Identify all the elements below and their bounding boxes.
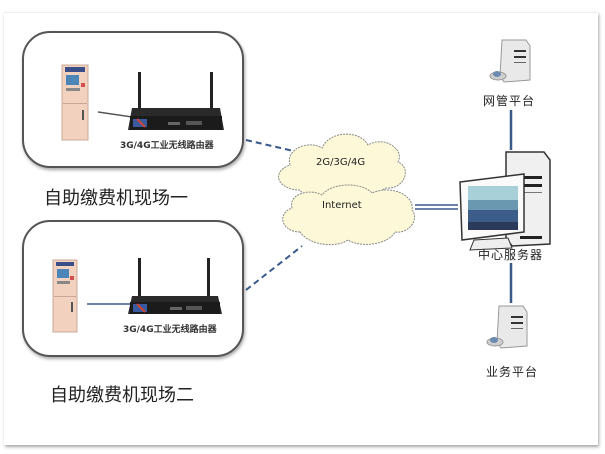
network-mgmt-label: 网管平台: [483, 94, 536, 108]
kiosk-icon: [52, 259, 78, 333]
site2-cloud-link: [245, 245, 303, 291]
kiosk-router-cable: [97, 111, 133, 118]
kiosk-icon: [61, 64, 89, 141]
router-icon: [128, 72, 224, 130]
business-platform-label: 业务平台: [486, 365, 539, 379]
internet-cloud-icon: [282, 184, 416, 246]
router-label-1: 3G/4G工业无线路由器: [120, 141, 214, 151]
site1-cloud-link: [245, 139, 299, 153]
site-box-1: [22, 31, 244, 168]
center-server-label: 中心服务器: [478, 248, 544, 262]
router-icon: [128, 258, 222, 314]
site-label-2: 自助缴费机现场二: [50, 385, 194, 406]
router-label-2: 3G/4G工业无线路由器: [123, 325, 217, 335]
cloud-label-internet: Internet: [322, 200, 362, 211]
site-label-1: 自助缴费机现场一: [44, 188, 188, 209]
cloud-label-mobile: 2G/3G/4G: [316, 157, 366, 168]
